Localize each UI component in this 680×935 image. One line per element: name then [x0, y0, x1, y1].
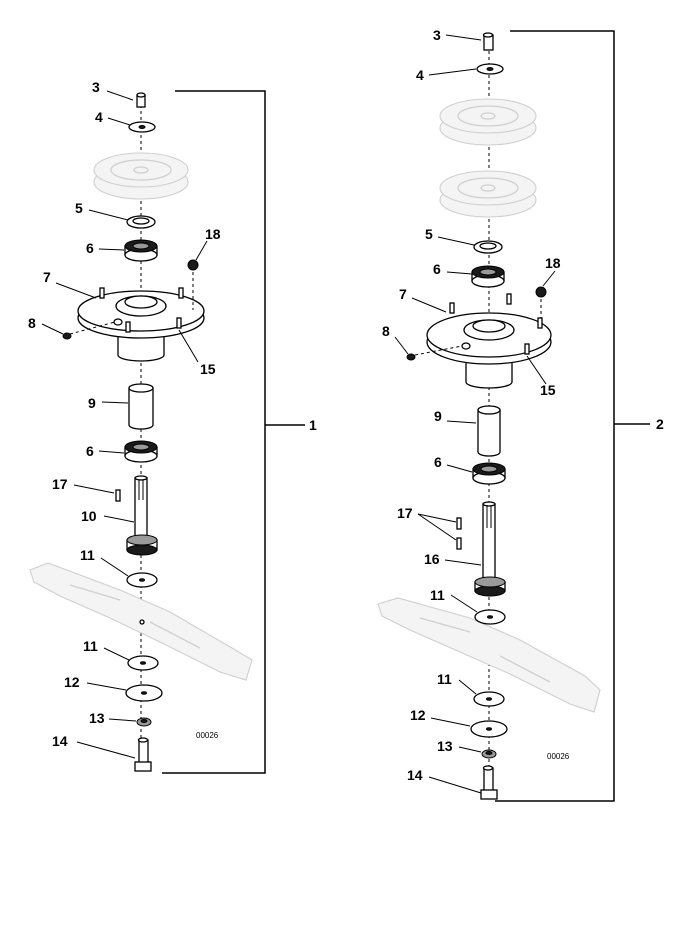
left-callout-6a: 6: [86, 240, 94, 256]
right-callout-6a: 6: [433, 261, 441, 277]
left-callout-11b: 11: [83, 638, 98, 654]
left-bearing-6b: [124, 440, 158, 463]
right-callout-15: 15: [540, 382, 556, 398]
right-callout-17: 17: [397, 505, 413, 521]
right-bearing-6a: [471, 265, 505, 288]
right-washer-12: [470, 720, 508, 738]
left-callout-7: 7: [43, 269, 51, 285]
right-pulley-ghost-upper: [439, 98, 537, 146]
right-callout-14: 14: [407, 767, 423, 783]
left-callout-6b: 6: [86, 443, 94, 459]
left-callout-15: 15: [200, 361, 216, 377]
right-pulley-ghost-lower: [439, 170, 537, 218]
left-callout-3: 3: [92, 79, 100, 95]
left-drawing-code: 00026: [196, 731, 219, 740]
right-fitting-8: [406, 345, 463, 361]
left-nut-18: [187, 259, 199, 310]
right-callout-12: 12: [410, 707, 426, 723]
right-key-17a: [456, 517, 462, 530]
left-callout-13: 13: [89, 710, 105, 726]
right-callout-8: 8: [382, 323, 390, 339]
right-assembly: 3 4 5 6 18 7 8 15 9 6 17 16 11 11 12 13 …: [377, 27, 664, 802]
left-spacer-9: [128, 383, 154, 430]
left-housing-7: [77, 287, 205, 362]
right-bracket: [495, 30, 615, 802]
right-washer-11b: [473, 691, 505, 707]
left-callout-5: 5: [75, 200, 83, 216]
right-nut-18: [535, 286, 547, 318]
right-callout-5: 5: [425, 226, 433, 242]
right-key-17b: [456, 537, 462, 550]
left-bolt-14: [134, 737, 152, 772]
left-callout-12: 12: [64, 674, 80, 690]
right-washer-4: [476, 63, 504, 75]
left-callout-14: 14: [52, 733, 68, 749]
right-bolt-3: [482, 32, 494, 51]
left-assembly-number: 1: [309, 417, 317, 433]
left-washer-12: [125, 684, 163, 702]
right-callout-16: 16: [424, 551, 440, 567]
left-pulley-ghost: [93, 152, 189, 200]
left-washer-4: [128, 121, 156, 133]
left-washer-11b: [127, 655, 159, 671]
left-nut-13: [136, 717, 152, 727]
right-bearing-6b: [472, 462, 506, 485]
right-bolt-14: [480, 765, 498, 800]
left-callout-10: 10: [81, 508, 97, 524]
left-washer-5: [126, 215, 156, 229]
left-blade-hole: [139, 619, 145, 625]
right-callout-13: 13: [437, 738, 453, 754]
right-callout-18: 18: [545, 255, 561, 271]
left-leaders: [41, 90, 208, 759]
right-spacer-9: [477, 405, 501, 457]
right-callout-6b: 6: [434, 454, 442, 470]
right-shaft-16: [474, 501, 506, 597]
right-washer-11a: [474, 609, 506, 625]
right-callout-7: 7: [399, 286, 407, 302]
right-callout-11a: 11: [430, 587, 445, 603]
left-callout-9: 9: [88, 395, 96, 411]
right-washer-5: [473, 240, 503, 254]
left-key-17: [115, 489, 121, 502]
left-assembly: 3 4 5 6 18 7 8 15 9 6 17 10 11 11 12 13 …: [28, 79, 317, 774]
right-callout-4: 4: [416, 67, 424, 83]
left-bolt-3: [136, 92, 146, 108]
left-fitting-8: [62, 321, 116, 340]
right-assembly-number: 2: [656, 416, 664, 432]
left-callout-4: 4: [95, 109, 103, 125]
left-bearing-6a: [124, 239, 158, 262]
right-nut-13: [481, 749, 497, 759]
left-callout-18: 18: [205, 226, 221, 242]
left-callout-11a: 11: [80, 547, 95, 563]
right-callout-11b: 11: [437, 671, 452, 687]
left-bracket: [162, 90, 266, 774]
right-blade-ghost: [377, 597, 601, 713]
right-housing-7: [426, 293, 552, 389]
right-leaders: [394, 34, 556, 794]
left-washer-11a: [126, 572, 158, 588]
left-callout-17: 17: [52, 476, 68, 492]
left-shaft-10: [126, 475, 158, 556]
right-drawing-code: 00026: [547, 752, 570, 761]
right-callout-3: 3: [433, 27, 441, 43]
right-callout-9: 9: [434, 408, 442, 424]
left-callout-8: 8: [28, 315, 36, 331]
